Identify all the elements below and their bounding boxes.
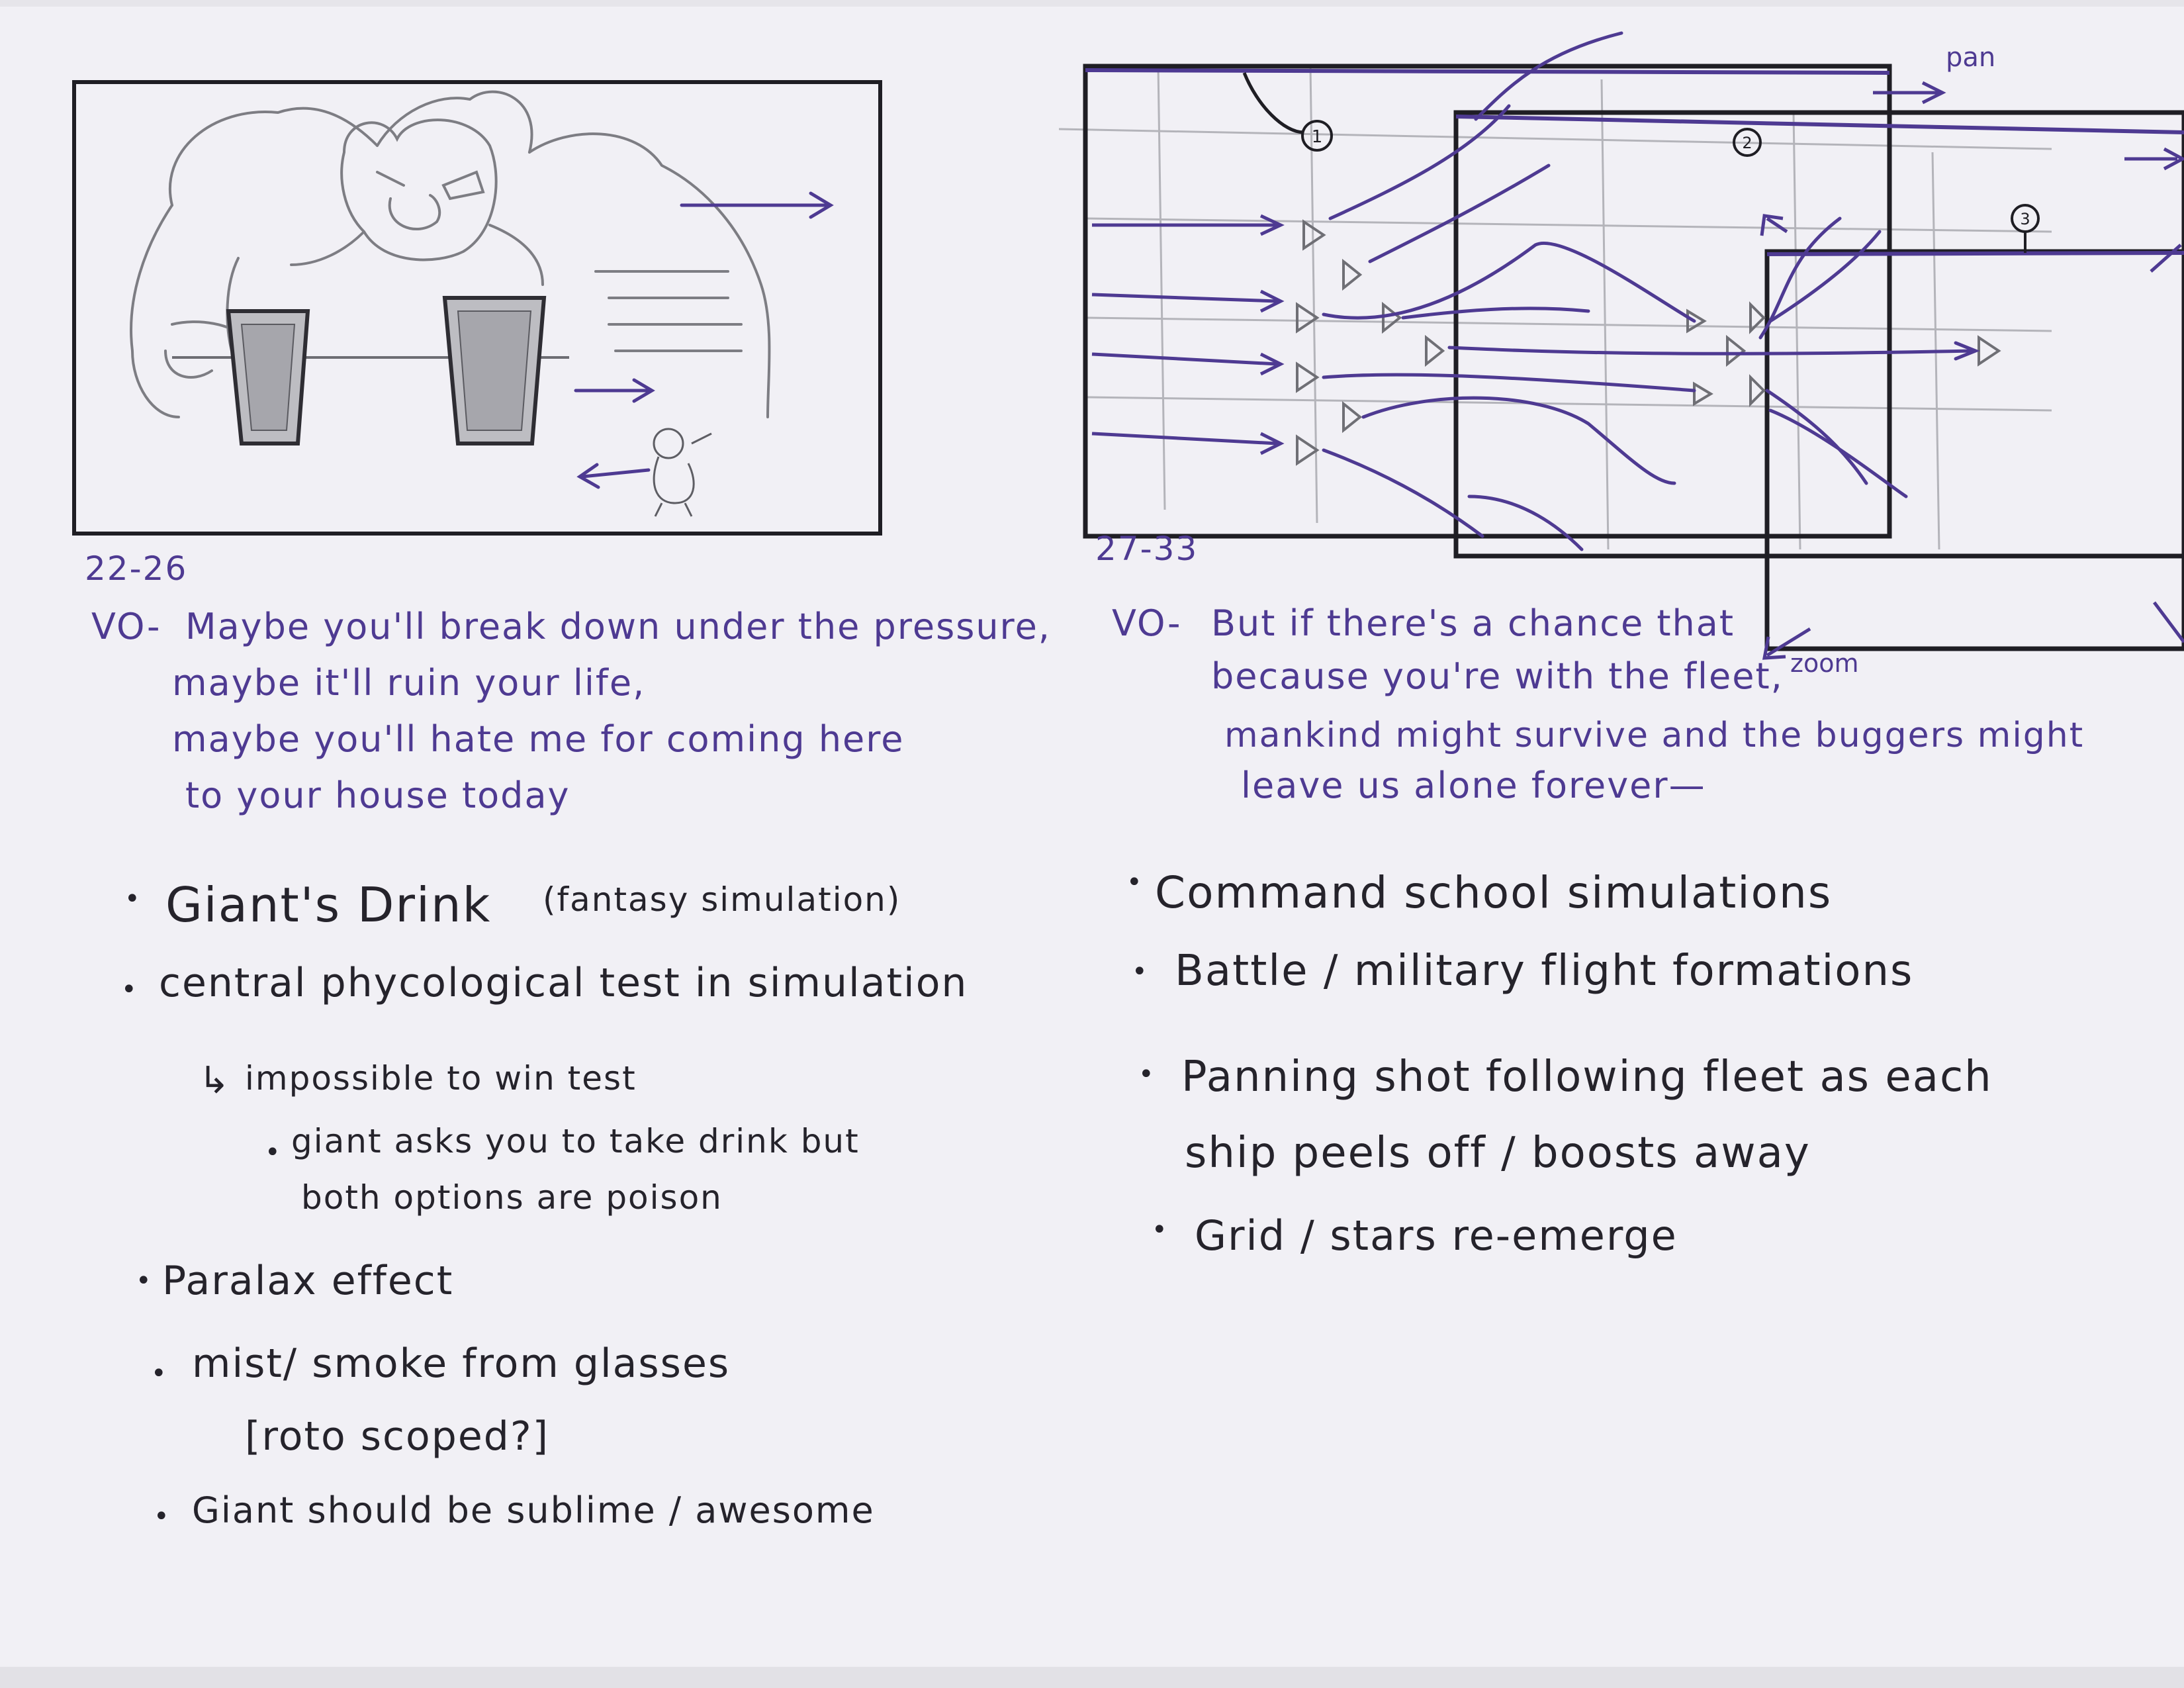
- small-character: [653, 428, 712, 517]
- pan-arrow: [1873, 81, 2184, 643]
- vo-line-left-4: to your house today: [185, 774, 570, 816]
- note-paralax: Paralax effect: [162, 1258, 454, 1304]
- camera-frame-1: [1083, 64, 1892, 539]
- bullet: •: [1126, 867, 1142, 898]
- sub-arrow-icon: ↳: [199, 1059, 231, 1102]
- note-panning-shot: Panning shot following fleet as each: [1181, 1053, 1993, 1102]
- camera-frame-3: [1764, 249, 2184, 651]
- bullet: •: [1132, 957, 1148, 987]
- fleet-arrows: [1091, 214, 1285, 455]
- fleet-ships: [1296, 219, 2001, 466]
- camera-frame-2: [1453, 110, 2184, 559]
- bullet: •: [121, 974, 137, 1005]
- giant-sketch-panel: [72, 80, 882, 536]
- vo-line-right-1: But if there's a chance that: [1211, 602, 1735, 644]
- giant-figure: [130, 90, 771, 418]
- vo-line-left-2: maybe it'll ruin your life,: [172, 662, 646, 704]
- ship-trajectories: [1322, 31, 1980, 551]
- frame-overstrokes: [1085, 68, 2184, 256]
- pan-label: pan: [1946, 42, 1995, 73]
- right-glass: [442, 296, 547, 445]
- fleet-diagram-panel: 1 2 3 pan zoom: [1059, 31, 2184, 678]
- paper-top-edge: [0, 0, 2184, 7]
- zoom-label: zoom: [1790, 649, 1858, 678]
- note-roto-scoped: [roto scoped?]: [245, 1413, 550, 1460]
- frame-2-label: 2: [1742, 134, 1752, 152]
- frame-callouts: 1 2 3: [1242, 72, 2040, 253]
- shot-number-left: 22-26: [85, 549, 188, 588]
- frame-3-label: 3: [2020, 210, 2030, 228]
- note-ship-peels-off: ship peels off / boosts away: [1185, 1129, 1811, 1178]
- note-giant-asks: giant asks you to take drink but: [291, 1122, 860, 1160]
- note-command-school: Command school simulations: [1155, 867, 1833, 918]
- vo-line-right-4: leave us alone forever—: [1241, 765, 1706, 806]
- note-both-poison: both options are poison: [301, 1178, 723, 1217]
- note-grid-stars: Grid / stars re-emerge: [1195, 1211, 1678, 1260]
- vo-line-left-3: maybe you'll hate me for coming here: [172, 718, 905, 760]
- note-mist-smoke: mist/ smoke from glasses: [192, 1340, 731, 1387]
- note-impossible-test: impossible to win test: [245, 1059, 637, 1098]
- vo-line-right-2: because you're with the fleet,: [1211, 655, 1784, 697]
- note-fantasy-simulation: (fantasy simulation): [543, 880, 901, 919]
- note-battle-formations: Battle / military flight formations: [1175, 947, 1914, 996]
- vo-line-right-3: mankind might survive and the buggers mi…: [1224, 716, 2085, 755]
- bullet: •: [124, 884, 140, 914]
- left-glass: [226, 309, 310, 445]
- note-central-test: central phycological test in simulation: [159, 960, 968, 1006]
- motion-arrows: [574, 191, 834, 489]
- zoom-arrow: [1760, 214, 1811, 660]
- bullet: •: [151, 1358, 167, 1389]
- vo-line-left-1: Maybe you'll break down under the pressu…: [185, 606, 1051, 647]
- bullet: •: [1152, 1215, 1167, 1245]
- vo-label-left: VO-: [91, 606, 161, 647]
- note-giant-sublime: Giant should be sublime / awesome: [192, 1489, 875, 1531]
- shot-number-right: 27-33: [1095, 530, 1199, 568]
- bullet: •: [265, 1137, 281, 1168]
- frame-1-label: 1: [1312, 127, 1323, 147]
- paper-bottom-edge: [0, 1667, 2184, 1688]
- panel-frame-left: [72, 80, 882, 536]
- vo-label-right: VO-: [1112, 602, 1182, 644]
- bullet: •: [136, 1266, 152, 1296]
- note-giants-drink: Giant's Drink: [165, 877, 492, 933]
- bullet: •: [1138, 1059, 1154, 1090]
- bullet: •: [154, 1501, 169, 1532]
